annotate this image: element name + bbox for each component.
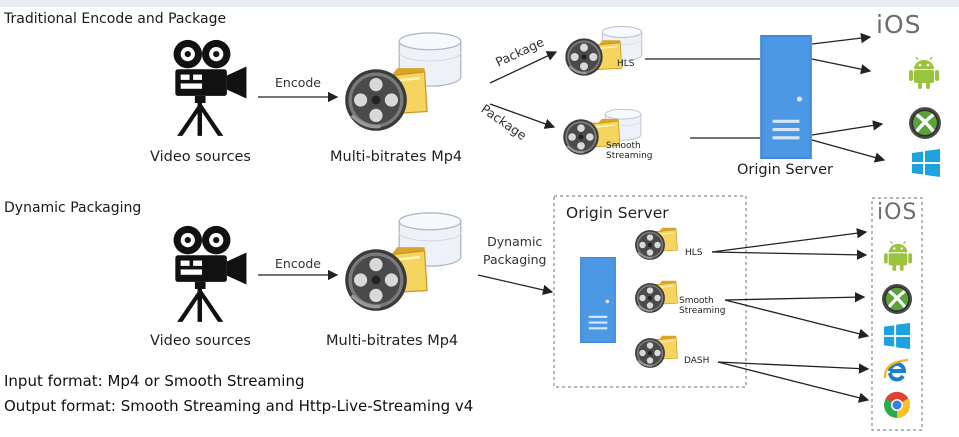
xbox-icon-traditional <box>908 106 942 140</box>
film-reel-icon-hls <box>564 37 604 77</box>
dynamic-packaging-label: Dynamic Packaging <box>483 233 546 269</box>
dynamic-packaging-line2: Packaging <box>483 252 547 267</box>
connector-arrow <box>724 291 866 303</box>
top-band <box>0 0 959 7</box>
film-reel-icon-dyn-smooth <box>634 282 666 314</box>
connector-arrow <box>811 139 886 163</box>
smooth-label-line2: Streaming <box>606 151 653 161</box>
dash-label: DASH <box>684 356 710 366</box>
ios-icon-traditional: iOS <box>876 10 922 39</box>
dynamic-packaging-line1: Dynamic <box>487 234 543 249</box>
xbox-icon-dynamic <box>881 283 913 315</box>
output-format-note: Output format: Smooth Streaming and Http… <box>4 397 474 415</box>
dyn-smooth-label-line1: Smooth <box>679 296 714 306</box>
connector-arrow <box>711 228 868 253</box>
connector-arrow <box>811 120 884 136</box>
camera-icon-dynamic <box>173 225 247 322</box>
chrome-icon <box>884 391 911 419</box>
film-reel-icon-smooth <box>562 118 600 156</box>
origin-server-label-traditional: Origin Server <box>737 162 833 178</box>
mp4-label-dynamic: Multi-bitrates Mp4 <box>326 333 459 349</box>
smooth-label-line1: Smooth <box>606 141 641 151</box>
package-arrow-smooth <box>489 103 556 129</box>
encode-label-dynamic: Encode <box>275 256 321 271</box>
hls-label-dynamic: HLS <box>685 248 703 258</box>
encode-label-traditional: Encode <box>275 75 321 90</box>
video-sources-label-traditional: Video sources <box>150 149 251 165</box>
video-sources-label-dynamic: Video sources <box>150 333 251 349</box>
connector-arrow <box>811 58 872 75</box>
origin-server-box-title: Origin Server <box>566 204 669 222</box>
camera-icon-traditional <box>173 39 247 136</box>
windows-icon-dynamic <box>883 322 911 350</box>
clients-box <box>871 197 923 431</box>
input-format-note: Input format: Mp4 or Smooth Streaming <box>4 372 305 390</box>
section-title-traditional: Traditional Encode and Package <box>4 11 227 27</box>
android-icon-dynamic <box>884 240 912 272</box>
connector-arrow <box>711 249 868 261</box>
film-reel-icon-dyn-hls <box>634 229 666 261</box>
origin-server-box <box>553 195 747 388</box>
film-reel-icon-traditional <box>343 67 409 133</box>
section-title-dynamic: Dynamic Packaging <box>4 200 142 216</box>
ios-icon-dynamic: iOS <box>877 200 918 225</box>
hls-label-traditional: HLS <box>617 59 635 69</box>
internet-explorer-icon <box>882 358 910 382</box>
film-reel-icon-dynamic <box>343 247 409 313</box>
dynamic-packaging-arrow <box>477 274 554 296</box>
mp4-label-traditional: Multi-bitrates Mp4 <box>330 149 463 165</box>
smooth-streaming-label-traditional: Smooth Streaming <box>606 141 652 161</box>
connector-arrow <box>811 32 872 45</box>
windows-icon-traditional <box>912 149 940 177</box>
connector-arrow <box>717 361 870 403</box>
package-arrow-hls <box>489 51 558 84</box>
smooth-streaming-label-dynamic: Smooth Streaming <box>679 296 725 316</box>
origin-server-icon-dynamic <box>580 257 616 343</box>
film-reel-icon-dyn-dash <box>634 337 666 369</box>
origin-server-icon-traditional <box>760 35 812 159</box>
android-icon-traditional <box>909 56 939 90</box>
connector-arrow <box>724 299 870 339</box>
dyn-smooth-label-line2: Streaming <box>679 306 726 316</box>
connector-arrow <box>717 361 870 374</box>
